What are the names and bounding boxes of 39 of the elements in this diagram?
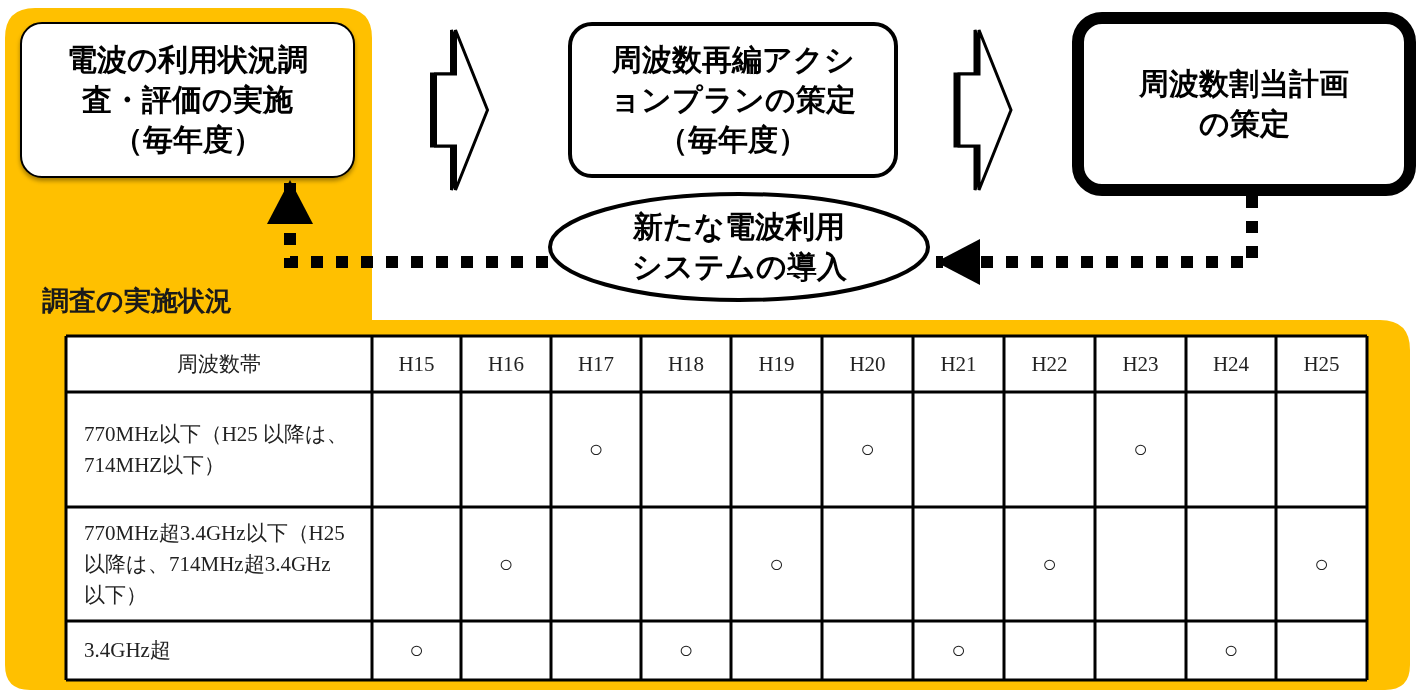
row-label: 770MHz以下（H25 以降は、714MHZ以下） xyxy=(84,420,349,479)
ellipse-node xyxy=(548,192,930,302)
node-text: 新たな電波利用システムの導入 xyxy=(630,208,848,286)
circle-mark: ○ xyxy=(769,550,784,578)
block-arrow xyxy=(434,28,490,192)
circle-mark: ○ xyxy=(678,637,694,664)
circle-mark: ○ xyxy=(1223,637,1239,664)
circle-mark: ○ xyxy=(1314,550,1329,578)
circle-mark: ○ xyxy=(498,550,514,578)
circle-mark: ○ xyxy=(860,436,875,463)
row-label: 770MHz超3.4GHz以下（H25 以降は、714MHz超3.4GHz以下） xyxy=(84,519,346,609)
circle-mark: ○ xyxy=(409,637,424,664)
column-header: H18 xyxy=(667,351,705,377)
node-text: 電波の利用状況調査・評価の実施（毎年度） xyxy=(66,41,309,159)
column-header: H25 xyxy=(1303,351,1340,377)
circle-mark: ○ xyxy=(1042,550,1057,578)
column-header: H24 xyxy=(1212,351,1250,377)
column-header: 周波数帯 xyxy=(177,351,261,378)
node-text: 周波数再編アクションプランの策定（毎年度） xyxy=(609,41,857,159)
process-box xyxy=(1072,12,1416,196)
node-text: 周波数割当計画の策定 xyxy=(1138,65,1350,143)
circle-mark: ○ xyxy=(588,436,604,463)
column-header: H21 xyxy=(940,351,977,377)
column-header: H17 xyxy=(577,351,615,377)
column-header: H22 xyxy=(1031,351,1068,377)
column-header: H20 xyxy=(849,351,886,377)
column-header: H19 xyxy=(758,351,795,377)
row-label: 3.4GHz超 xyxy=(84,637,172,664)
circle-mark: ○ xyxy=(1133,436,1148,463)
dotted-arrow xyxy=(936,196,1258,285)
column-header: H23 xyxy=(1122,351,1159,377)
column-header: H15 xyxy=(398,351,435,377)
process-box xyxy=(568,22,898,178)
section-heading: 調査の実施状況 xyxy=(42,285,232,316)
column-header: H16 xyxy=(487,351,525,377)
block-arrow xyxy=(957,28,1013,192)
circle-mark: ○ xyxy=(951,637,966,664)
dotted-arrow xyxy=(267,180,548,268)
process-box xyxy=(20,22,355,178)
